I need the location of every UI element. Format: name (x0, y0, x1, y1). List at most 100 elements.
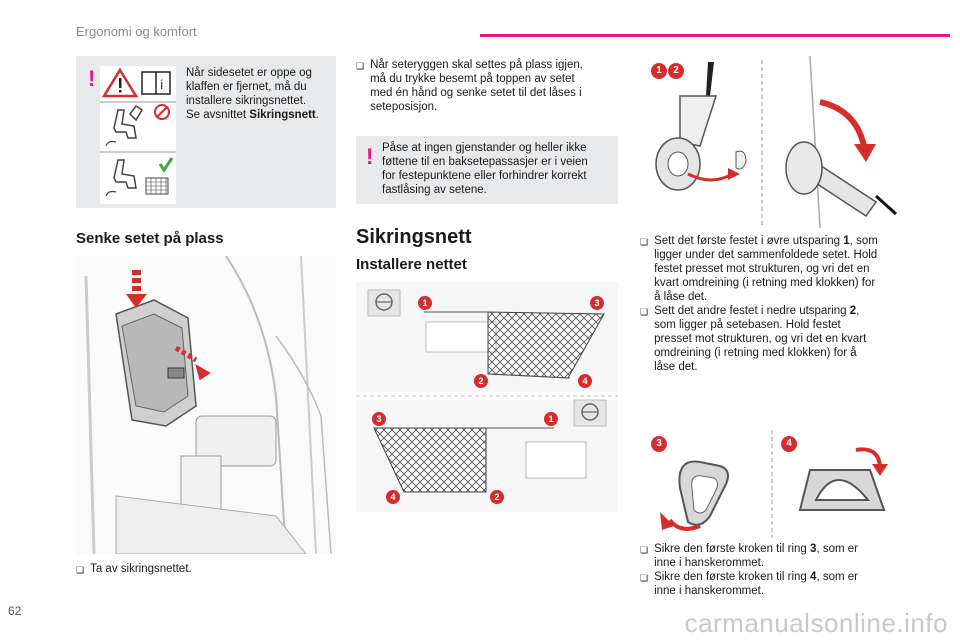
manual-book-icon: i (141, 71, 171, 95)
page-number: 62 (8, 604, 22, 618)
text-line: Påse at ingen gjenstander og heller ikke (382, 142, 587, 154)
text-span: Se avsnittet (186, 109, 250, 121)
bullet-square-icon: ❏ (76, 565, 85, 575)
ring-4-icon (798, 447, 888, 511)
badge-3-lower: 3 (372, 412, 386, 426)
text-line: inne i hanskerommet. (654, 585, 765, 597)
warning-exclamation-icon: ! (88, 66, 96, 91)
seat-forbidden-icon (105, 104, 170, 147)
text-line: festet presset mot strukturen, og vri de… (654, 263, 870, 275)
text-line: Sikre den første kroken til ring 3, som … (654, 542, 858, 556)
badge-4-lower: 4 (386, 490, 400, 504)
text-line: fastlåsing av setene. (382, 184, 487, 196)
badge-4-upper: 4 (578, 374, 592, 388)
text-line: ligger under det sammenfoldede setet. Ho… (654, 249, 878, 261)
text-span: , som er (816, 571, 858, 583)
bullet-remove-net: ❏ Ta av sikringsnettet. (76, 562, 326, 577)
text-span: , (856, 305, 860, 317)
badge-2-right: 2 (668, 63, 684, 79)
ref-number: 1 (843, 235, 850, 247)
watermark-text: carmanualsonline.info (684, 608, 948, 638)
text-line: Sett det andre festet i nedre utsparing … (654, 304, 866, 318)
net-installation-illustration (356, 282, 618, 512)
badge-2-upper: 2 (474, 374, 488, 388)
cross-reference: Sikringsnett (249, 109, 316, 121)
text-span: Sikre den første kroken til ring (654, 571, 811, 583)
badge-4-right: 4 (781, 436, 797, 452)
bullet-text: Ta av sikringsnettet. (90, 563, 192, 575)
text-line: seteposisjon. (370, 101, 438, 113)
text-line: Når seteryggen skal settes på plass igje… (370, 59, 583, 71)
bullet-text: Når seteryggen skal settes på plass igje… (370, 58, 583, 114)
warning-text-obstruction: Påse at ingen gjenstander og heller ikke… (382, 141, 614, 197)
warning-box-obstruction (356, 136, 618, 204)
header-accent-bar (480, 34, 950, 37)
instructions-hooks: ❏ Sikre den første kroken til ring 3, so… (640, 542, 910, 598)
bullet-first-fastener: ❏ Sett det første festet i øvre utsparin… (640, 234, 910, 304)
bullet-square-icon: ❏ (640, 307, 649, 317)
text-line: låse det. (654, 361, 698, 373)
warning-line: klaffen er fjernet, må du (186, 81, 307, 93)
ref-number: 4 (810, 571, 817, 583)
text-line: Sikre den første kroken til ring 4, som … (654, 570, 858, 584)
text-line: omdreining (i retning med klokken) for å (654, 347, 857, 359)
warning-text-seat: Når sidesetet er oppe og klaffen er fjer… (186, 66, 334, 122)
bullet-square-icon: ❏ (356, 61, 365, 71)
steering-wheel-icon (375, 293, 393, 311)
text-span: . (315, 109, 319, 121)
text-line: for festepunktene eller forhindrer korre… (382, 170, 587, 182)
text-span: , som er (816, 543, 858, 555)
push-arrow-icon (174, 345, 211, 381)
anchor-fitting-icon (655, 62, 747, 191)
badge-3-upper: 3 (590, 296, 604, 310)
seat-lowering-illustration (76, 256, 336, 554)
page-section-title: Ergonomi og komfort (76, 24, 197, 39)
anchor-rotation-illustration (640, 56, 900, 228)
svg-text:i: i (160, 78, 163, 92)
bullet-text: Sikre den første kroken til ring 4, som … (654, 570, 858, 598)
badge-3-right: 3 (651, 436, 667, 452)
text-line: å låse det. (654, 291, 708, 303)
text-span: , som (849, 235, 878, 247)
section-heading-safety-net: Sikringsnett (356, 226, 472, 248)
bullet-second-fastener: ❏ Sett det andre festet i nedre utsparin… (640, 304, 910, 374)
warning-exclamation-icon: ! (366, 144, 374, 169)
anchor-twist-icon (785, 56, 898, 228)
ring-3-icon (660, 460, 729, 531)
bullet-text: Sett det andre festet i nedre utsparing … (654, 304, 866, 374)
subheading-install-net: Installere nettet (356, 256, 467, 273)
text-span: Sikre den første kroken til ring (654, 543, 811, 555)
text-line: presset mot strukturen, og vri det en kv… (654, 333, 867, 345)
bullet-hook-ring-4: ❏ Sikre den første kroken til ring 4, so… (640, 570, 910, 598)
text-line: kvart omdreining (i retning med klokken)… (654, 277, 876, 289)
badge-1-right: 1 (651, 63, 667, 79)
text-line: inne i hanskerommet. (654, 557, 765, 569)
warning-line: Når sidesetet er oppe og (186, 67, 312, 79)
steering-wheel-icon (581, 403, 599, 421)
text-line: med én hånd og senke setet til det låses… (370, 87, 582, 99)
bullet-text: Sikre den første kroken til ring 3, som … (654, 542, 858, 570)
badge-1-lower: 1 (544, 412, 558, 426)
bullet-square-icon: ❏ (640, 573, 649, 583)
hook-ring-illustration (640, 430, 900, 540)
bullet-text: Sett det første festet i øvre utsparing … (654, 234, 878, 304)
text-line: må du trykke besemt på toppen av setet (370, 73, 575, 85)
bullet-hook-ring-3: ❏ Sikre den første kroken til ring 3, so… (640, 542, 910, 570)
warning-line: Se avsnittet Sikringsnett. (186, 108, 334, 122)
text-line: som ligger på setebasen. Hold festet (654, 319, 841, 331)
downward-arrow-icon (126, 270, 147, 308)
folded-seat-icon (115, 299, 197, 427)
ref-number: 2 (849, 305, 857, 317)
bullet-square-icon: ❏ (640, 545, 649, 555)
badge-2-lower: 2 (490, 490, 504, 504)
section-heading-lower-seat: Senke setet på plass (76, 230, 224, 247)
ref-number: 3 (810, 543, 817, 555)
instructions-fasteners: ❏ Sett det første festet i øvre utsparin… (640, 234, 910, 374)
seat-net-allowed-icon (105, 157, 174, 197)
text-span: Sett det andre festet i nedre utsparing (654, 305, 850, 317)
badge-1-upper: 1 (418, 296, 432, 310)
bullet-reinstall-seat: ❏ Når seteryggen skal settes på plass ig… (356, 58, 618, 114)
warning-triangle-icon (101, 67, 139, 98)
text-line: Sett det første festet i øvre utsparing … (654, 234, 878, 248)
warning-line: installere sikringsnettet. (186, 95, 307, 107)
